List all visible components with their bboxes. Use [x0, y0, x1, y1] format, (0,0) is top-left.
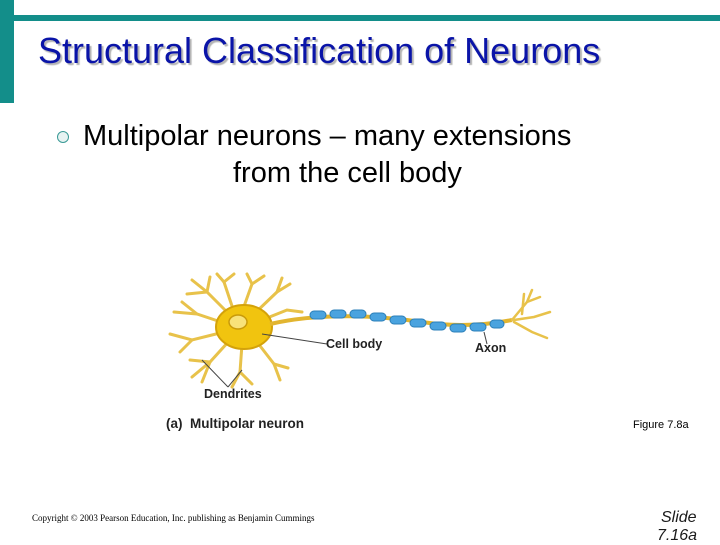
- figure-caption: (a) Multipolar neuron: [166, 416, 304, 431]
- axon-terminal-icon: [512, 290, 550, 338]
- accent-top-bar: [0, 15, 720, 21]
- slide-number: 7.16a: [657, 527, 697, 545]
- neuron-figure: Cell body Axon Dendrites (a) Multipolar …: [162, 272, 562, 437]
- figure-number: Figure 7.8a: [633, 419, 689, 431]
- axon-label: Axon: [475, 341, 506, 355]
- slide-title: Structural Classification of Neurons: [38, 30, 600, 72]
- slide-label: Slide: [661, 508, 697, 527]
- bullet-text-line-1: Multipolar neurons – many extensions: [83, 118, 571, 155]
- nucleus-icon: [229, 315, 247, 329]
- dendrites-label: Dendrites: [204, 387, 262, 401]
- figure-caption-prefix: (a): [166, 416, 183, 431]
- copyright-notice: Copyright © 2003 Pearson Education, Inc.…: [32, 513, 315, 523]
- bullet-text-line-2: from the cell body: [233, 155, 462, 192]
- figure-caption-text: Multipolar neuron: [190, 416, 304, 431]
- cell-body-label: Cell body: [326, 337, 382, 351]
- bullet-circle-icon: [57, 131, 69, 143]
